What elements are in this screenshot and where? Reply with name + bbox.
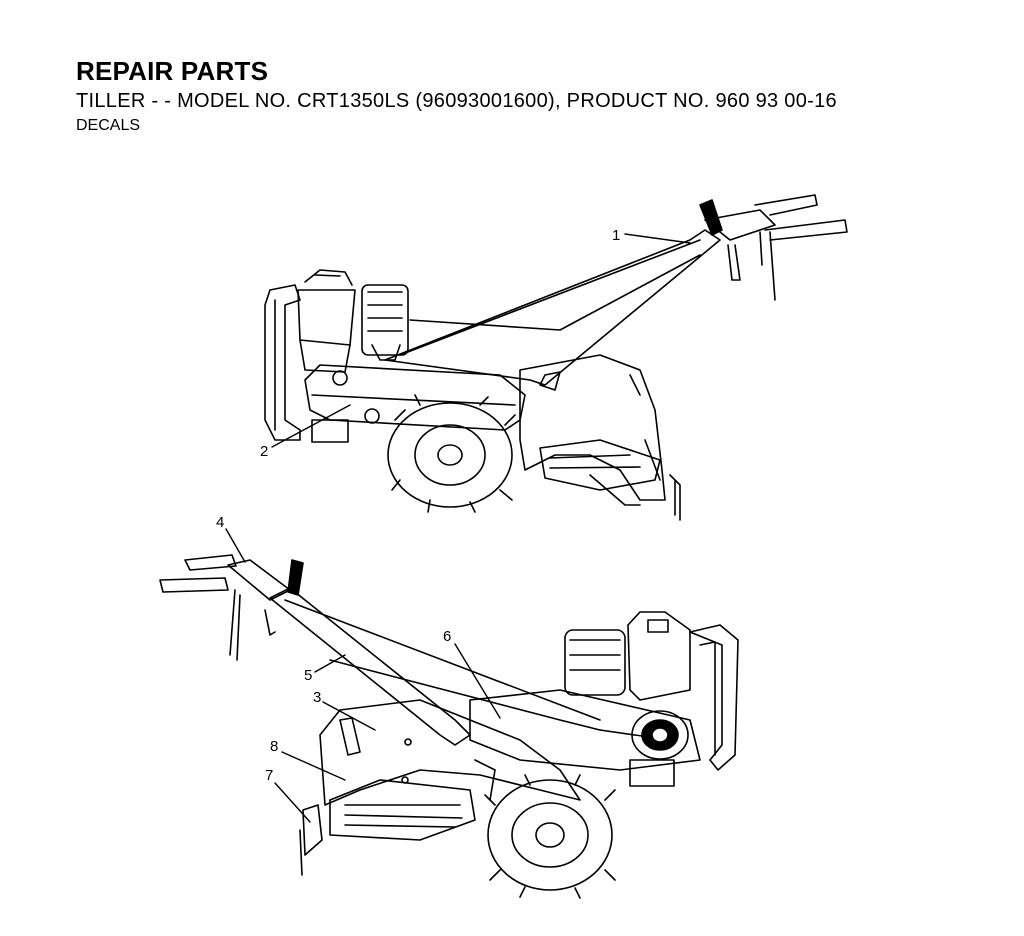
tiller-bottom-view [159, 554, 739, 899]
section-label: DECALS [76, 117, 141, 134]
callout-7: 7 [265, 767, 273, 784]
callout-leaders [225, 233, 691, 823]
callout-5: 5 [304, 667, 312, 684]
leader-7 [274, 782, 311, 823]
callout-8: 8 [270, 738, 278, 755]
leader-2 [271, 404, 351, 448]
callout-numbers: 1 2 3 4 5 6 7 8 [216, 227, 620, 784]
tiller-top-view [264, 194, 848, 521]
leader-4 [225, 528, 246, 563]
callout-3: 3 [313, 689, 321, 706]
callout-4: 4 [216, 514, 224, 531]
page-title: REPAIR PARTS [76, 56, 269, 86]
leader-8 [281, 751, 346, 781]
model-subtitle: TILLER - - MODEL NO. CRT1350LS (96093001… [76, 90, 837, 112]
leader-3 [322, 701, 376, 731]
callout-6: 6 [443, 628, 451, 645]
leader-6 [454, 643, 501, 719]
callout-2: 2 [260, 443, 268, 460]
leader-1 [624, 233, 691, 244]
leader-5 [314, 654, 346, 673]
callout-1: 1 [612, 227, 620, 244]
